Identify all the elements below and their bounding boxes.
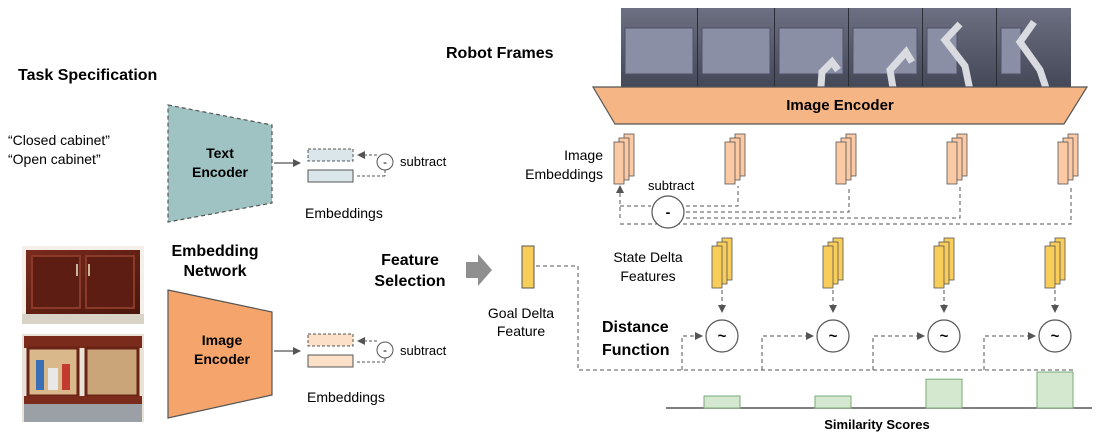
frame-subtract-lines (616, 185, 1072, 225)
distance-circle (816, 319, 850, 353)
state-delta-stack (1044, 237, 1066, 289)
task-text-open: “Open cabinet” (8, 151, 101, 167)
goal-delta-label-2: Feature (497, 323, 545, 339)
distance-symbol: ~ (718, 328, 727, 345)
state-delta-stack (933, 237, 955, 289)
distance-function-heading-2: Function (602, 342, 670, 359)
frame-subtract-label: subtract (648, 178, 695, 193)
image-encoder-top-label: Image Encoder (786, 97, 894, 114)
image-embedding-stack (1057, 133, 1079, 185)
state-delta-label-2: Features (620, 268, 675, 284)
similarity-score-bar (814, 395, 852, 409)
similarity-score-bar (925, 378, 963, 409)
distance-circle (705, 319, 739, 353)
embedding-network-heading-2: Network (183, 263, 246, 280)
text-subtract-minus: - (383, 155, 387, 169)
distance-symbol: ~ (829, 328, 838, 345)
embeddings-label-bottom: Embeddings (307, 389, 385, 405)
image-embedding-stack (613, 133, 635, 185)
distance-circle (1038, 319, 1072, 353)
text-subtract-label: subtract (400, 154, 447, 169)
robot-frames-strip (621, 8, 1071, 102)
state-delta-stack (711, 237, 733, 289)
image-embedding-stack (724, 133, 746, 185)
image-embedding-stacks (613, 133, 1079, 185)
goal-delta-label-1: Goal Delta (488, 305, 554, 321)
embeddings-label-top: Embeddings (305, 205, 383, 221)
similarity-scores-heading: Similarity Scores (824, 417, 930, 432)
text-encoder: Text Encoder (167, 104, 273, 223)
image-subtract-minus: - (383, 343, 387, 357)
image-encoder-left-label-2: Encoder (194, 351, 251, 367)
state-delta-stack (822, 237, 844, 289)
text-embedding-solid (307, 169, 354, 183)
image-embedding-stack (835, 133, 857, 185)
text-embedding-dashed (307, 148, 354, 162)
image-subtract-label: subtract (400, 343, 447, 358)
frame-subtract-circle (651, 195, 685, 229)
image-embedding-dashed (307, 333, 354, 347)
robot-frames-heading: Robot Frames (446, 45, 554, 62)
text-encoder-label-1: Text (206, 145, 234, 161)
state-delta-label-1: State Delta (613, 249, 682, 265)
similarity-score-bar (1036, 371, 1074, 409)
image-embeddings-label-2: Embeddings (525, 166, 603, 182)
feature-selection-heading-2: Selection (374, 273, 445, 290)
cabinet-open-image (22, 334, 144, 422)
image-embedding-stack (946, 133, 968, 185)
feature-selection-heading-1: Feature (381, 252, 439, 269)
goal-delta-connector (536, 265, 1076, 371)
distance-symbol: ~ (940, 328, 949, 345)
image-encoder-left-label-1: Image (202, 332, 243, 348)
image-embedding-solid (307, 354, 354, 368)
distance-circles: ~ ~ ~ ~ (705, 319, 1072, 353)
image-encoder-left: Image Encoder (167, 289, 273, 419)
frame-subtract-minus: - (666, 204, 671, 220)
cabinet-closed-image (22, 246, 144, 324)
state-to-distance-arrows (718, 290, 1059, 313)
image-embeddings-label-1: Image (564, 147, 603, 163)
feature-selection-arrow (466, 254, 492, 286)
similarity-score-bar (703, 395, 741, 409)
embedding-network-heading-1: Embedding (171, 243, 258, 260)
text-encoder-label-2: Encoder (192, 164, 249, 180)
task-text-closed: “Closed cabinet” (8, 132, 110, 148)
distance-function-heading-1: Distance (602, 319, 669, 336)
similarity-score-bars (703, 371, 1074, 409)
goal-delta-feature-bar (521, 245, 535, 289)
state-delta-stacks (711, 237, 1066, 289)
image-encoder-top: Image Encoder (591, 86, 1089, 125)
distance-circle (927, 319, 961, 353)
distance-symbol: ~ (1051, 328, 1060, 345)
task-specification-heading: Task Specification (18, 67, 157, 84)
